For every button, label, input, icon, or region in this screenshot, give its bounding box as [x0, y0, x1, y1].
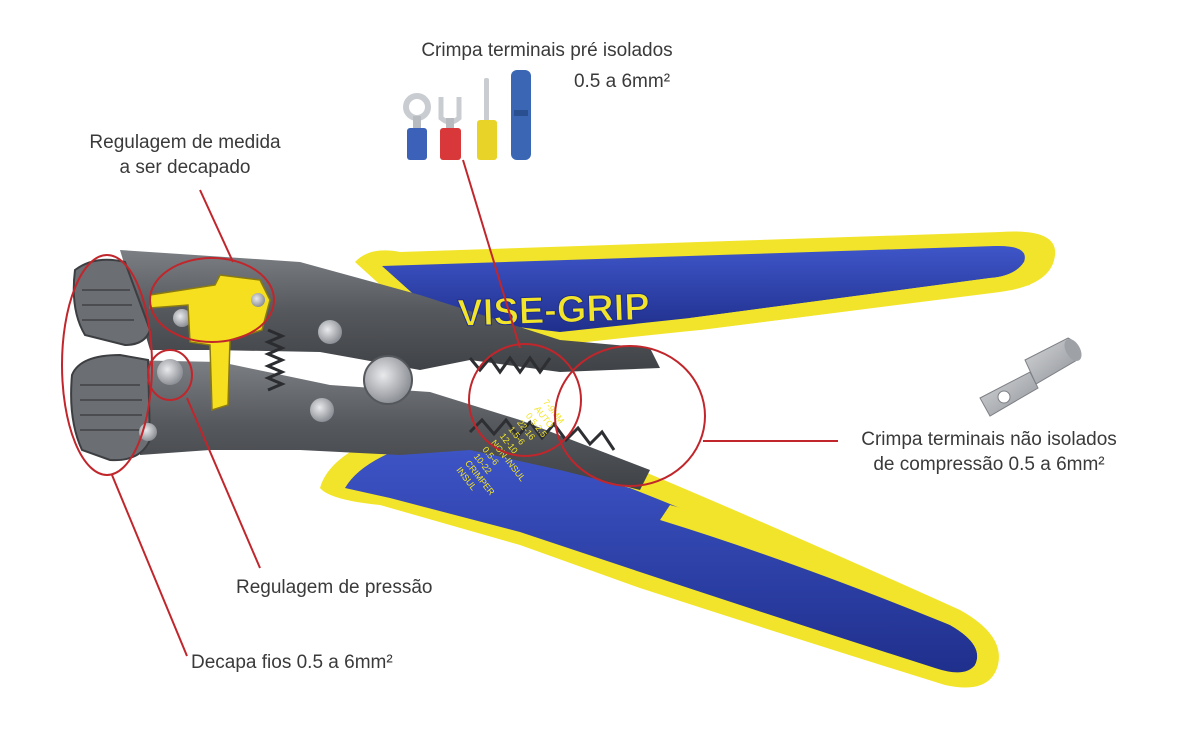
butt-splice-blue-icon: [511, 70, 531, 160]
callout-insulated-crimp-line1: Crimpa terminais pré isolados: [421, 40, 673, 61]
callout-non-insulated-crimp: Crimpa terminais não isolados de compres…: [836, 427, 1142, 477]
leader-pressure: [186, 397, 261, 569]
callout-non-insulated-crimp-line2: de compressão 0.5 a 6mm²: [873, 454, 1105, 475]
non-insulated-lug-icon: [979, 337, 1082, 417]
callout-pressure-line1: Regulagem de pressão: [236, 577, 433, 598]
callout-strip-length-line1: Regulagem de medida: [89, 132, 281, 153]
callout-strip-wires: Decapa fios 0.5 a 6mm²: [191, 650, 393, 675]
callout-non-insulated-crimp-line1: Crimpa terminais não isolados: [861, 429, 1117, 450]
lower-handle: [320, 420, 999, 688]
callout-markers: [61, 159, 838, 657]
callout-insulated-crimp: Crimpa terminais pré isolados 0.5 a 6mm²: [392, 38, 702, 94]
callout-insulated-crimp-line2: 0.5 a 6mm²: [573, 71, 671, 92]
callout-pressure: Regulagem de pressão: [236, 575, 432, 600]
leader-insulated-crimp: [462, 159, 521, 349]
pressure-screw-highlight: [147, 349, 193, 401]
insulated-terminals-icon: [403, 70, 531, 160]
upper-handle: [355, 231, 1056, 345]
callout-strip-length: Regulagem de medida a ser decapado: [70, 130, 300, 180]
insulated-crimp-highlight: [468, 343, 582, 457]
callout-strip-wires-line1: Decapa fios 0.5 a 6mm²: [191, 652, 393, 673]
non-insulated-crimp-highlight: [554, 345, 706, 487]
strip-length-highlight: [149, 257, 275, 343]
leader-strip-length: [199, 189, 234, 263]
pin-terminal-yellow-icon: [477, 78, 497, 160]
leader-strip-wires: [111, 474, 188, 657]
fork-terminal-red-icon: [438, 97, 462, 160]
wire-stripper-tool: VISE-GRIP: [70, 231, 1056, 688]
brand-logo: VISE-GRIP: [457, 286, 651, 335]
strip-jaw-highlight: [61, 254, 153, 476]
ring-terminal-blue-icon: [403, 93, 431, 160]
callout-strip-length-line2: a ser decapado: [119, 157, 251, 178]
